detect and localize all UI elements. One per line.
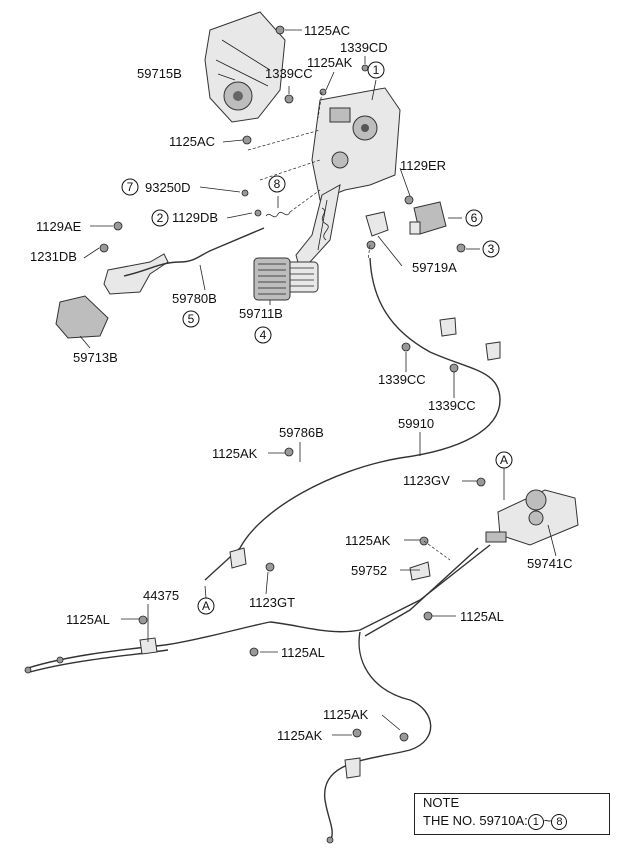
callout-a-left: A bbox=[197, 597, 215, 615]
note-box: NOTE THE NO. 59710A:1~8 bbox=[414, 793, 610, 835]
note-end-callout: 8 bbox=[551, 813, 568, 830]
label-44375: 44375 bbox=[143, 588, 179, 603]
label-59713b: 59713B bbox=[73, 350, 118, 365]
svg-text:2: 2 bbox=[157, 211, 164, 225]
svg-text:A: A bbox=[500, 453, 508, 467]
label-1125ac-top: 1125AC bbox=[304, 23, 350, 38]
callout-a-right: A bbox=[495, 451, 513, 469]
pedal-pad bbox=[283, 261, 319, 293]
note-title: NOTE bbox=[423, 795, 460, 810]
label-1125al-mid: 1125AL bbox=[281, 645, 325, 660]
cable-59910 bbox=[204, 257, 501, 581]
dashed-leaders bbox=[247, 91, 451, 561]
callout-6: 6 bbox=[465, 209, 483, 227]
label-1125ak-top: 1125AK bbox=[307, 55, 353, 70]
label-93250d: 93250D bbox=[145, 180, 191, 195]
leader-lines bbox=[79, 29, 557, 736]
label-1123gt: 1123GT bbox=[249, 595, 295, 610]
label-1125al-left: 1125AL bbox=[66, 612, 110, 627]
pedal-pad-59711b bbox=[253, 257, 291, 301]
label-1339cd: 1339CD bbox=[340, 40, 388, 55]
note-separator: ~ bbox=[543, 813, 552, 828]
label-1125ak-mid: 1125AK bbox=[212, 446, 258, 461]
callout-4: 4 bbox=[254, 326, 272, 344]
front-cable-59780b bbox=[123, 227, 265, 277]
callout-markers: 1 2 3 4 5 6 7 8 A A bbox=[121, 61, 513, 615]
switch-component-6 bbox=[409, 201, 447, 235]
label-1125al-right: 1125AL bbox=[460, 609, 504, 624]
label-1125ac-mid: 1125AC bbox=[169, 134, 215, 149]
label-1339cc-top: 1339CC bbox=[265, 66, 313, 81]
label-1129ae: 1129AE bbox=[36, 219, 82, 234]
label-59780b: 59780B bbox=[172, 291, 217, 306]
callout-1: 1 bbox=[367, 61, 385, 79]
pedal-arm bbox=[295, 184, 341, 271]
label-59719a: 59719A bbox=[412, 260, 457, 275]
callout-2: 2 bbox=[151, 209, 169, 227]
label-59715b: 59715B bbox=[137, 66, 182, 81]
svg-text:6: 6 bbox=[471, 211, 478, 225]
svg-text:3: 3 bbox=[488, 242, 495, 256]
callout-5: 5 bbox=[182, 310, 200, 328]
equalizer-59741c bbox=[485, 489, 579, 546]
svg-text:A: A bbox=[202, 599, 210, 613]
fasteners bbox=[99, 25, 486, 742]
label-1339cc-b: 1339CC bbox=[428, 398, 476, 413]
label-1123gv: 1123GV bbox=[403, 473, 450, 488]
rear-cables bbox=[24, 544, 491, 844]
label-59786b: 59786B bbox=[279, 425, 324, 440]
label-59910: 59910 bbox=[398, 416, 434, 431]
note-body: THE NO. 59710A:1~8 bbox=[423, 813, 568, 830]
callout-8: 8 bbox=[268, 175, 286, 193]
svg-text:5: 5 bbox=[188, 312, 195, 326]
label-1129db: 1129DB bbox=[172, 210, 218, 225]
label-1231db: 1231DB bbox=[30, 249, 77, 264]
svg-text:4: 4 bbox=[260, 328, 267, 342]
part-labels: 1125AC 59715B 1339CD 1125AK 1339CC 1125A… bbox=[30, 23, 573, 743]
svg-text:1: 1 bbox=[373, 63, 380, 77]
label-1125ak-b1: 1125AK bbox=[323, 707, 369, 722]
release-handle-59713b bbox=[55, 295, 109, 339]
note-start-callout: 1 bbox=[527, 813, 544, 830]
pedal-cover bbox=[204, 11, 286, 123]
bracket-59719a bbox=[365, 211, 389, 237]
svg-text:7: 7 bbox=[127, 180, 134, 194]
label-1125ak-low: 1125AK bbox=[345, 533, 391, 548]
note-body-prefix: THE NO. 59710A: bbox=[423, 813, 528, 828]
label-1339cc-a: 1339CC bbox=[378, 372, 426, 387]
label-1125ak-b2: 1125AK bbox=[277, 728, 323, 743]
pedal-bracket bbox=[311, 87, 401, 201]
label-1129er: 1129ER bbox=[400, 158, 446, 173]
svg-text:8: 8 bbox=[274, 177, 281, 191]
label-59741c: 59741C bbox=[527, 556, 573, 571]
label-59752: 59752 bbox=[351, 563, 387, 578]
callout-3: 3 bbox=[482, 240, 500, 258]
label-59711b: 59711B bbox=[239, 306, 283, 321]
callout-7: 7 bbox=[121, 178, 139, 196]
spring-8 bbox=[265, 211, 291, 218]
release-handle-bracket bbox=[103, 253, 169, 295]
